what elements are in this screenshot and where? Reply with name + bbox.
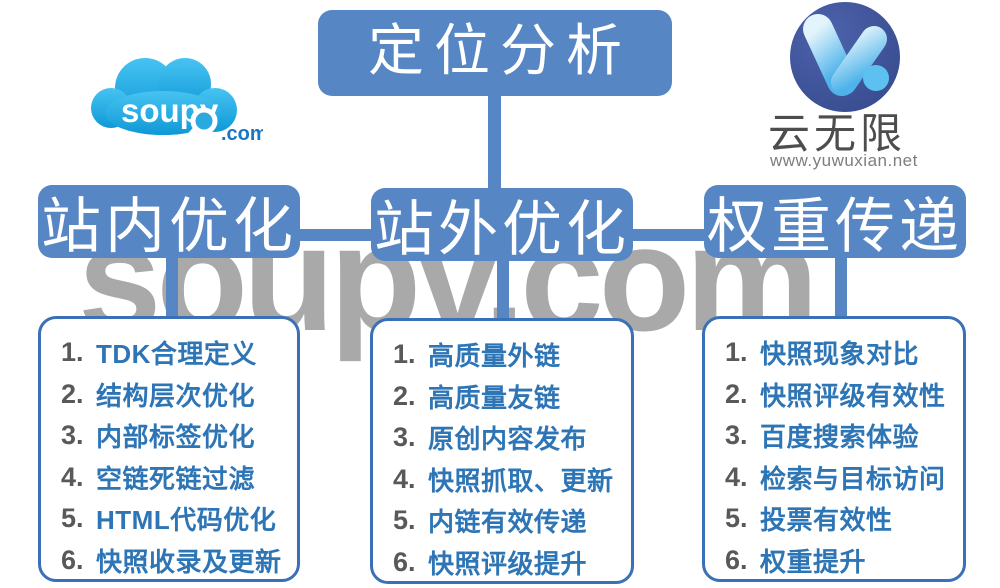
connector-horizontal-left — [296, 229, 376, 241]
list-box-onsite: 1. TDK合理定义 2. 结构层次优化 3. 内部标签优化 4. 空链死链过滤 5. HTML代… — [38, 316, 300, 582]
list-item: 1. 高质量外链 — [393, 334, 625, 376]
item-text: 快照评级提升 — [428, 548, 588, 579]
item-text: 内部标签优化 — [96, 422, 256, 453]
item-text: TDK合理定义 — [96, 339, 257, 370]
yuwuxian-logo-url: www.yuwuxian.net — [770, 151, 918, 170]
branch-node-label: 权重传递 — [707, 193, 963, 260]
branch-node-label: 站外优化 — [374, 196, 630, 263]
item-text: HTML代码优化 — [96, 505, 277, 536]
item-number: 1. — [393, 339, 416, 370]
list-item: 3. 百度搜索体验 — [725, 415, 957, 457]
list-item: 1. 快照现象对比 — [725, 332, 957, 374]
item-text: 内链有效传递 — [428, 507, 588, 538]
list-item: 5. HTML代码优化 — [61, 498, 291, 540]
list-item: 6. 权重提升 — [725, 540, 957, 582]
item-number: 6. — [393, 546, 416, 577]
connector-branch-b-to-list — [497, 260, 509, 320]
item-text: 百度搜索体验 — [760, 422, 920, 453]
item-text: 空链死链过滤 — [96, 463, 256, 494]
list-item: 1. TDK合理定义 — [61, 332, 291, 374]
yuwuxian-logo-icon — [790, 2, 900, 112]
connector-branch-a-to-list — [166, 256, 178, 318]
item-number: 6. — [61, 544, 84, 575]
item-text: 快照现象对比 — [760, 339, 920, 370]
list-box-offsite: 1. 高质量外链 2. 高质量友链 3. 原创内容发布 4. 快照抓取、更新 5. 内链有效传递 6… — [370, 318, 634, 584]
item-number: 3. — [393, 422, 416, 453]
connector-horizontal-right — [628, 229, 709, 241]
item-number: 5. — [725, 503, 748, 534]
item-number: 2. — [393, 380, 416, 411]
item-number: 6. — [725, 544, 748, 575]
item-number: 3. — [725, 420, 748, 451]
item-number: 1. — [61, 337, 84, 368]
item-text: 快照抓取、更新 — [428, 465, 614, 496]
item-text: 权重提升 — [760, 546, 867, 577]
item-text: 检索与目标访问 — [760, 463, 946, 494]
list-item: 4. 快照抓取、更新 — [393, 459, 625, 501]
list-item: 5. 内链有效传递 — [393, 500, 625, 542]
item-text: 高质量友链 — [428, 382, 561, 413]
list-item: 2. 高质量友链 — [393, 376, 625, 418]
list-item: 2. 结构层次优化 — [61, 374, 291, 416]
list-box-weight: 1. 快照现象对比 2. 快照评级有效性 3. 百度搜索体验 4. 检索与目标访问 5. 投票有效… — [702, 316, 966, 582]
list-item: 4. 检索与目标访问 — [725, 457, 957, 499]
item-number: 4. — [61, 461, 84, 492]
item-text: 高质量外链 — [428, 341, 561, 372]
item-text: 原创内容发布 — [428, 424, 588, 455]
yuwuxian-logo-name: 云无限 — [768, 110, 907, 157]
item-number: 3. — [61, 420, 84, 451]
list-item: 6. 快照评级提升 — [393, 542, 625, 584]
magnifier-icon — [184, 107, 218, 142]
item-number: 4. — [393, 463, 416, 494]
branch-node-offsite: 站外优化 — [371, 188, 633, 261]
item-text: 投票有效性 — [760, 505, 893, 536]
root-node-label: 定位分析 — [368, 19, 632, 82]
connector-root-to-branch — [488, 93, 501, 190]
list-item: 3. 原创内容发布 — [393, 417, 625, 459]
connector-branch-c-to-list — [835, 256, 847, 318]
item-text: 快照收录及更新 — [96, 546, 282, 577]
list-item: 2. 快照评级有效性 — [725, 374, 957, 416]
root-node: 定位分析 — [318, 10, 672, 96]
item-text: 快照评级有效性 — [760, 380, 946, 411]
item-number: 5. — [393, 505, 416, 536]
branch-node-onsite: 站内优化 — [38, 185, 300, 258]
list-item: 3. 内部标签优化 — [61, 415, 291, 457]
item-text: 结构层次优化 — [96, 380, 256, 411]
soupv-logo: soupv .com — [91, 58, 263, 145]
list-item: 5. 投票有效性 — [725, 498, 957, 540]
branch-node-weight: 权重传递 — [704, 185, 966, 258]
item-number: 5. — [61, 503, 84, 534]
logo-v-shape — [803, 14, 889, 96]
list-item: 4. 空链死链过滤 — [61, 457, 291, 499]
item-number: 2. — [725, 378, 748, 409]
item-number: 4. — [725, 461, 748, 492]
item-number: 1. — [725, 337, 748, 368]
branch-node-label: 站内优化 — [41, 193, 297, 260]
list-item: 6. 快照收录及更新 — [61, 540, 291, 582]
item-number: 2. — [61, 378, 84, 409]
soupv-logo-suffix: .com — [221, 123, 263, 145]
